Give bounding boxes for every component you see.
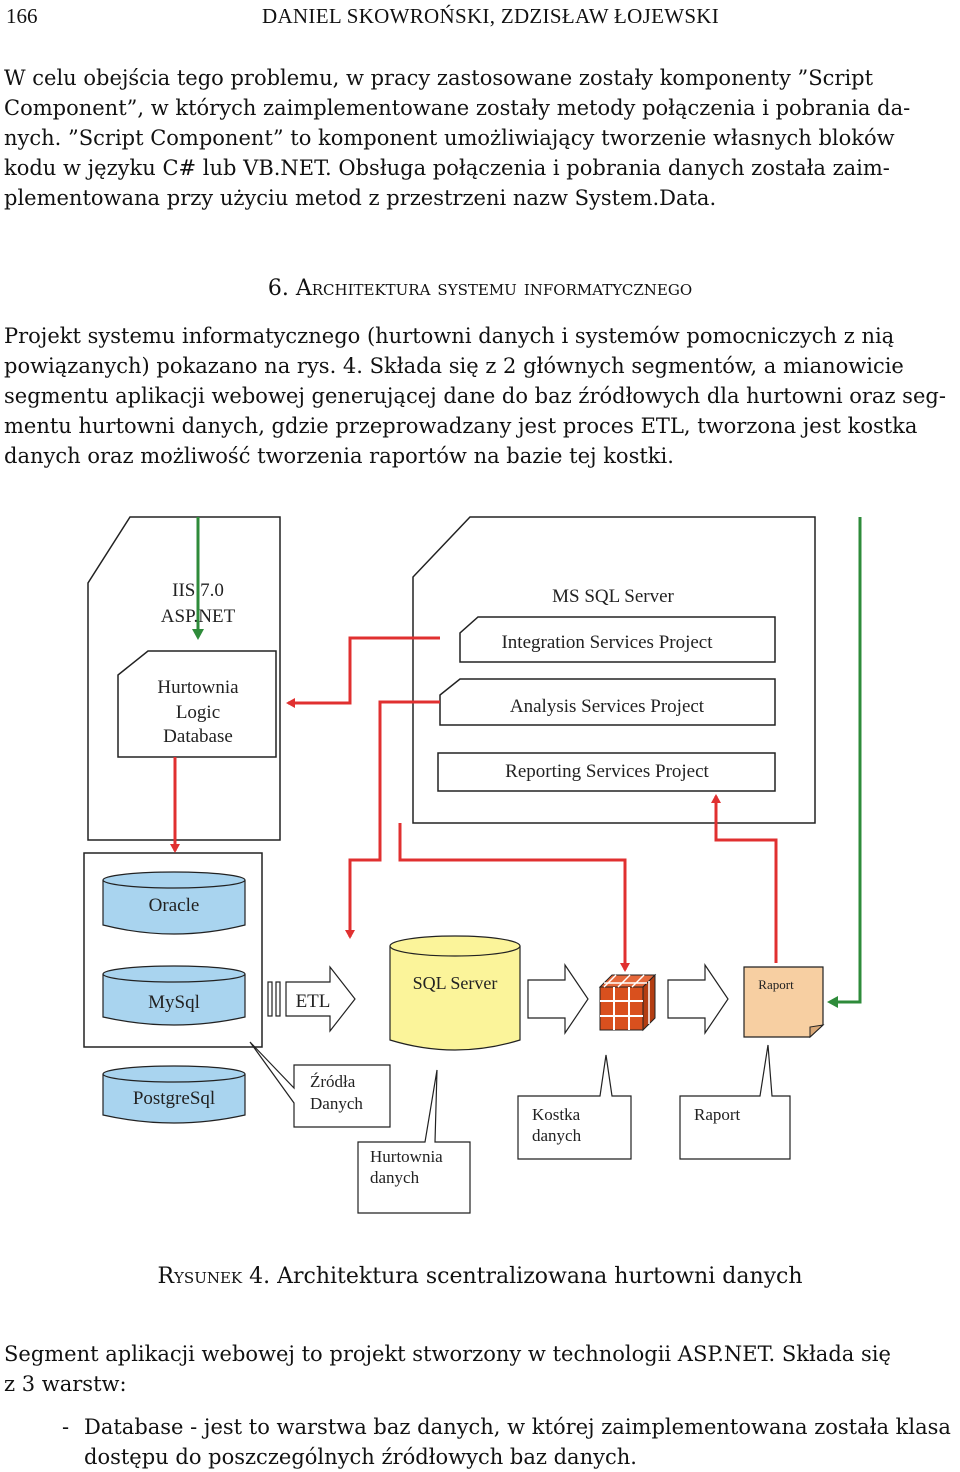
logic-line-1: Hurtownia [157,677,239,698]
page-number: 166 [6,4,38,28]
sql-server-label: SQL Server [413,973,498,993]
mysql-label: MySql [148,992,200,1013]
sql-server-db: SQL Server [389,935,521,1051]
text-line: kodu w języku C# lub VB.NET. Obsługa poł… [4,156,890,180]
report-document-icon: Raport [743,966,825,1039]
paragraph-architecture: Projekt systemu informatycznego (hurtown… [4,321,958,471]
reporting-box [437,752,776,792]
paragraph-web-segment: Segment aplikacji webowej to projekt stw… [4,1339,958,1399]
page-header: 166 DANIEL SKOWROŃSKI, ZDZISŁAW ŁOJEWSKI [6,2,954,30]
logic-line-2: Logic [176,702,220,723]
logic-line-3: Database [163,726,233,747]
text-line: Component”, w których zaimplementowane z… [4,96,911,120]
mssql-label: MS SQL Server [552,586,674,607]
hurtownia-logic-box [117,650,277,758]
mssql-segment-shape [412,516,816,824]
analysis-label: Analysis Services Project [510,696,705,717]
zrodla-line-1: Źródła [310,1072,356,1091]
text-line: W celu obejścia tego problemu, w pracy z… [4,66,874,90]
raport-callout-label: Raport [694,1105,741,1124]
red-connectors [170,636,778,972]
caption-text: Architektura scentralizowana hurtowni da… [277,1264,803,1289]
oracle-db: Oracle [102,871,246,935]
analysis-to-sqlserver-arrow [345,700,440,939]
architecture-diagram: IIS 7.0 ASP.NET Hurtownia Logic Database… [83,516,862,1214]
bullet-line-1: Database - jest to warstwa baz danych, w… [84,1415,951,1439]
oracle-label: Oracle [149,895,200,916]
arrow-to-cube [527,963,589,1035]
caption-label: Rysunek 4. [157,1264,271,1289]
integration-to-logic-arrow [286,636,440,708]
integration-box [459,616,776,663]
text-line: Projekt systemu informatycznego (hurtown… [4,324,895,348]
zrodla-line-2: Danych [310,1094,363,1113]
integration-label: Integration Services Project [501,632,713,653]
callout-zrodla: Źródła Danych [249,1041,391,1128]
hurtownia-callout-line-1: Hurtownia [370,1147,443,1166]
figure-caption: Rysunek 4. Architektura scentralizowana … [0,1264,960,1289]
text-line: z 3 warstw: [4,1372,127,1396]
section-heading: 6. Architektura systemu informatycznego [267,276,693,301]
olap-cube-icon [598,973,657,1032]
etl-arrow: ETL [267,965,356,1033]
kostka-line-2: danych [532,1126,582,1145]
hurtownia-callout-line-2: danych [370,1168,420,1187]
text-line: Segment aplikacji webowej to projekt stw… [4,1342,891,1366]
text-line: nych. ”Script Component” to komponent um… [4,126,895,150]
running-head-authors: DANIEL SKOWROŃSKI, ZDZISŁAW ŁOJEWSKI [262,4,720,28]
text-line: segmentu aplikacji webowej generującej d… [4,384,946,408]
analysis-box [439,678,776,726]
raport-doc-label: Raport [758,977,794,992]
callout-kostka: Kostka danych [517,1054,632,1160]
mysql-db: MySql [102,965,246,1026]
kostka-line-1: Kostka [532,1105,581,1124]
bullet-line-2: dostępu do poszczególnych źródłowych baz… [84,1445,637,1469]
etl-label: ETL [296,991,331,1012]
web-segment-shape [87,516,281,841]
text-line: danych oraz możliwość tworzenia raportów… [4,444,674,468]
postgres-db: PostgreSql [102,1065,246,1124]
arrow-to-report [667,963,729,1035]
callout-raport: Raport [679,1044,791,1160]
bullet-dash: - [62,1415,70,1439]
text-line: powiązanych) pokazano na rys. 4. Składa … [4,354,904,378]
text-line: mentu hurtowni danych, gdzie przeprowadz… [4,414,918,438]
text-line: plementowana przy użyciu metod z przestr… [4,186,717,210]
report-to-reporting-arrow [711,794,778,963]
reporting-label: Reporting Services Project [505,761,709,782]
paragraph-script-component: W celu obejścia tego problemu, w pracy z… [4,63,958,213]
green-output-line [827,517,862,1008]
postgres-label: PostgreSql [133,1088,215,1109]
sources-group-shape [83,852,263,1048]
integration-to-cube-arrow [398,823,630,972]
callout-hurtownia: Hurtownia danych [357,1069,471,1214]
